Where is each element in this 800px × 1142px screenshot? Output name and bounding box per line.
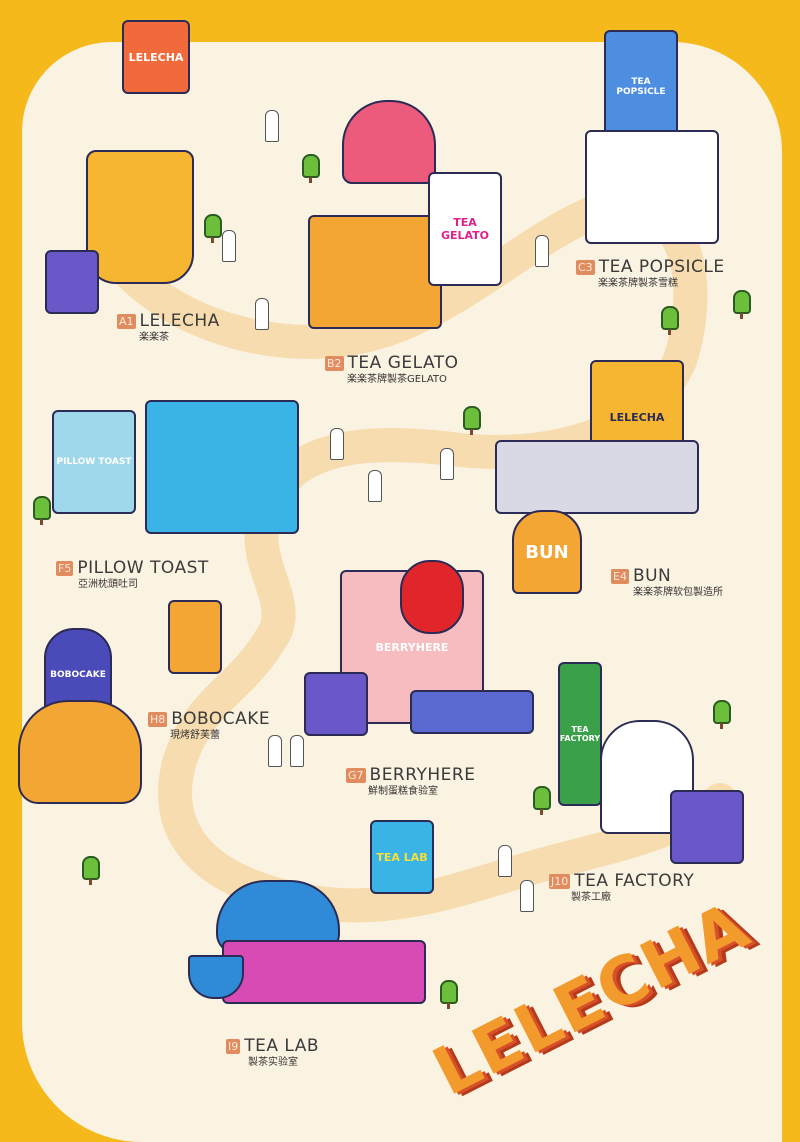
cart-robot	[168, 600, 222, 674]
station-code: F5	[56, 561, 74, 576]
tealab-platform	[222, 940, 426, 1004]
station-cn-name: 製茶实验室	[248, 1057, 298, 1068]
person-icon	[520, 880, 534, 912]
tree-icon	[661, 306, 679, 335]
person-icon	[440, 448, 454, 480]
station-name: TEA FACTORY	[574, 871, 695, 891]
tree-icon	[463, 406, 481, 435]
tree-icon	[440, 980, 458, 1009]
station-cn-name: 製茶工廠	[571, 892, 611, 903]
station-name: BUN	[632, 566, 672, 586]
station-code: I9	[226, 1039, 241, 1054]
lelecha-box	[45, 250, 99, 314]
person-icon	[330, 428, 344, 460]
sign-text: LELECHA	[609, 410, 665, 424]
person-icon	[255, 298, 269, 330]
conveyor-belt	[410, 690, 534, 734]
station-name: PILLOW TOAST	[77, 558, 209, 578]
station-name: TEA LAB	[244, 1036, 320, 1056]
person-icon	[222, 230, 236, 262]
sign-text: TEA POPSICLE	[616, 77, 666, 97]
station-cn-name: 現烤舒芙蕾	[170, 730, 220, 741]
station-cn-name: 楽楽茶牌製茶GELATO	[347, 374, 447, 385]
factory-sign[interactable]: TEA FACTORY	[558, 662, 602, 806]
station-name: LELECHA	[139, 311, 220, 331]
pillow-sign[interactable]: PILLOW TOAST	[52, 410, 136, 514]
tea-bowl	[188, 955, 244, 999]
station-cn-name: 亞洲枕頭吐司	[78, 579, 138, 590]
station-code: B2	[325, 356, 344, 371]
bun-sign[interactable]: BUN	[512, 510, 582, 594]
lelecha-sign[interactable]: LELECHA	[122, 20, 190, 94]
tree-icon	[33, 496, 51, 525]
station-name: TEA POPSICLE	[598, 257, 725, 277]
gelato-scoop	[342, 100, 436, 184]
sign-text: BUN	[525, 541, 569, 563]
station-code: J10	[549, 874, 571, 889]
bobocake-stack[interactable]	[18, 700, 142, 804]
sign-text: LELECHA	[128, 50, 184, 64]
sign-text: PILLOW TOAST	[56, 457, 132, 467]
station-name: BOBOCAKE	[171, 709, 271, 729]
station-name: TEA GELATO	[347, 353, 459, 373]
station-cn-name: 楽楽茶牌软包製造所	[633, 587, 723, 598]
tree-icon	[82, 856, 100, 885]
station-cn-name: 楽楽茶	[139, 332, 169, 343]
popsicle-machine[interactable]	[585, 130, 719, 244]
person-icon	[265, 110, 279, 142]
sign-text: TEA LAB	[376, 850, 428, 864]
sign-text: BERRYHERE	[375, 640, 449, 654]
lelecha-cup[interactable]	[86, 150, 194, 284]
tree-icon	[533, 786, 551, 815]
tree-icon	[733, 290, 751, 319]
station-code: E4	[611, 569, 629, 584]
station-code: G7	[346, 768, 366, 783]
tree-icon	[713, 700, 731, 729]
person-icon	[290, 735, 304, 767]
sign-text: TEA GELATO	[440, 216, 490, 242]
tree-icon	[302, 154, 320, 183]
person-icon	[498, 845, 512, 877]
tealab-sign[interactable]: TEA LAB	[370, 820, 434, 894]
station-cn-name: 鮮制蛋糕食验室	[368, 786, 438, 797]
station-code: A1	[117, 314, 136, 329]
person-icon	[368, 470, 382, 502]
gelato-machine[interactable]	[308, 215, 442, 329]
station-cn-name: 楽楽茶牌製茶雪糕	[598, 278, 678, 289]
factory-grinder	[670, 790, 744, 864]
sign-text: BOBOCAKE	[50, 670, 106, 680]
robot-box	[304, 672, 368, 736]
sign-text: TEA FACTORY	[559, 725, 601, 743]
station-name: BERRYHERE	[369, 765, 476, 785]
strawberry-icon	[400, 560, 464, 634]
person-icon	[535, 235, 549, 267]
tree-icon	[204, 214, 222, 243]
pillow-machine[interactable]	[145, 400, 299, 534]
station-code: C3	[576, 260, 595, 275]
bun-factory	[495, 440, 699, 514]
person-icon	[268, 735, 282, 767]
station-code: H8	[148, 712, 168, 727]
popsicle-sign[interactable]: TEA POPSICLE	[604, 30, 678, 144]
gelato-sign[interactable]: TEA GELATO	[428, 172, 502, 286]
